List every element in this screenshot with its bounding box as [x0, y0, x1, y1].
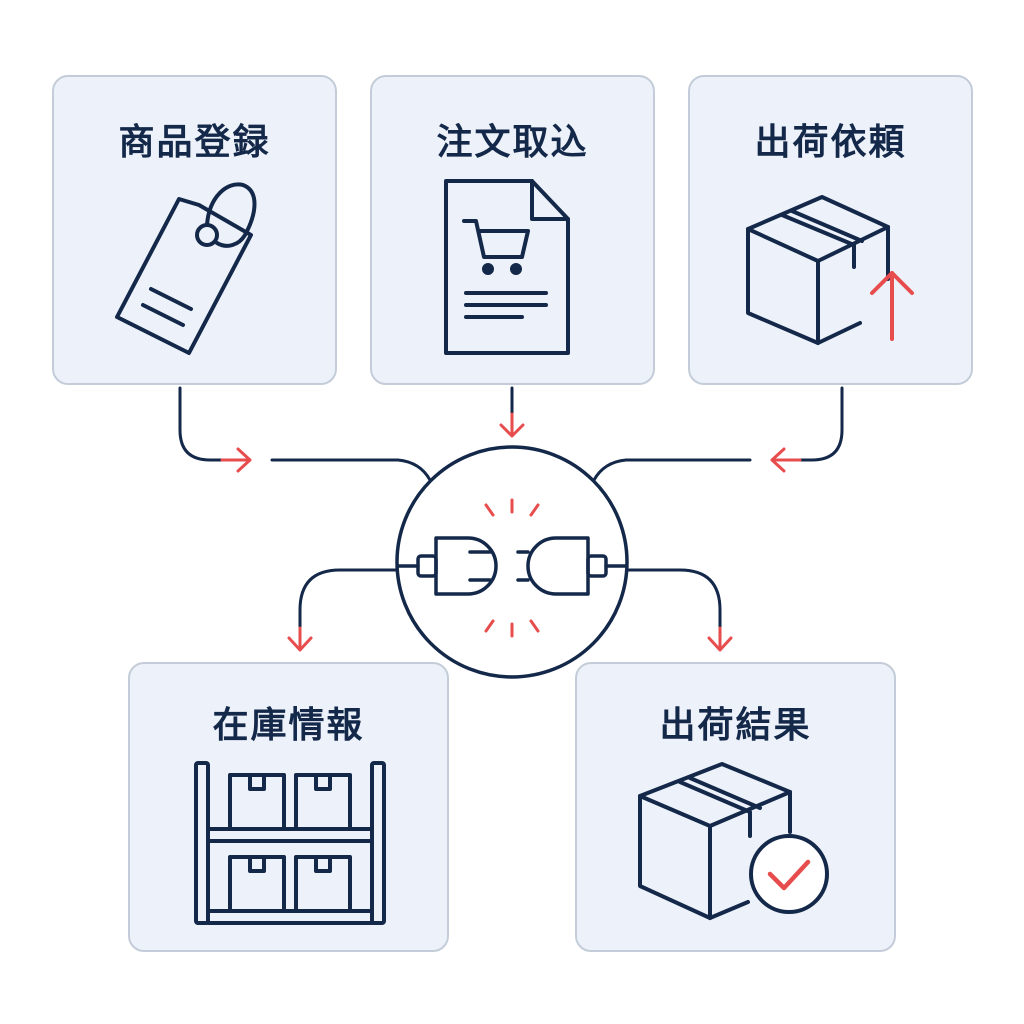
arrow-down-icon — [499, 412, 525, 438]
node-title: 出荷依頼 — [754, 122, 907, 163]
node-title: 注文取込 — [436, 122, 589, 163]
arrow-right-icon — [220, 447, 252, 473]
flow-line-product-to-hub — [270, 458, 432, 482]
warehouse-shelf-icon — [194, 761, 386, 925]
arrow-down-icon — [287, 626, 313, 652]
node-shipping-result: 出荷結果 — [575, 662, 896, 952]
plug-connector-icon — [395, 445, 629, 679]
arrow-up-icon — [870, 271, 914, 341]
order-document-cart-icon — [444, 179, 570, 355]
flow-line-ship — [798, 386, 844, 462]
flow-line-stock — [298, 568, 400, 630]
arrow-left-icon — [770, 447, 802, 473]
node-inventory-info: 在庫情報 — [128, 662, 449, 952]
box-check-icon — [638, 762, 829, 920]
box-upload-icon — [746, 195, 914, 345]
node-title: 在庫情報 — [212, 705, 365, 746]
flow-line-product — [178, 386, 224, 462]
node-title: 商品登録 — [118, 122, 271, 163]
check-icon — [767, 859, 811, 891]
arrow-down-icon — [707, 626, 733, 652]
node-order-import: 注文取込 — [370, 75, 655, 385]
flow-line-ship-to-hub — [592, 458, 752, 482]
node-shipping-request: 出荷依頼 — [688, 75, 973, 385]
flow-line-result — [624, 568, 722, 630]
node-title: 出荷結果 — [659, 705, 812, 746]
node-product-registration: 商品登録 — [52, 75, 337, 385]
spark-icon — [484, 498, 540, 638]
price-tag-icon — [115, 182, 257, 355]
